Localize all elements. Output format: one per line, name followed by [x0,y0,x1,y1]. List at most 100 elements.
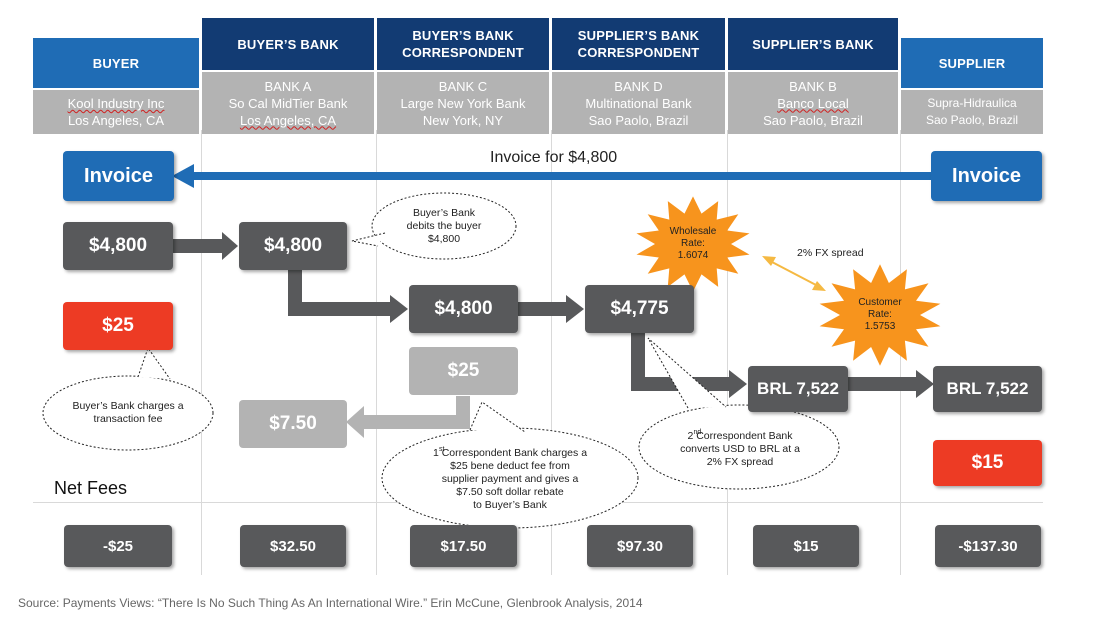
party-info-suppliers-bank-correspondent: BANK D Multinational Bank Sao Paolo, Bra… [552,72,725,134]
buyer-invoice-button[interactable]: Invoice [63,151,174,201]
ordinal-superscript: st [438,445,445,453]
invoice-label: Invoice [84,164,153,187]
bank-code: BANK D [614,78,663,94]
column-divider [376,130,377,575]
callout-transaction-fee-text: Buyer’s Bank charges a transaction fee [50,396,206,430]
bank-code: BANK B [789,78,837,94]
invoice-arrow-label: Invoice for $4,800 [490,149,618,166]
arrow-bank-a-to-bank-c [288,268,408,323]
party-location: Sao Paolo, Brazil [925,113,1019,127]
rate-line: Rate: [868,309,892,320]
wholesale-rate-starburst [636,196,750,292]
net-fee-value: -$137.30 [958,537,1018,555]
column-divider [201,130,202,575]
rate-line: Rate: [681,238,705,249]
column-header-supplier: SUPPLIER [901,38,1043,88]
callout-second-correspondent-tail [647,337,727,409]
bank-a-amount: $4,800 [239,222,347,270]
callout-debit-text: Buyer’s Bank debits the buyer $4,800 [380,200,508,252]
callout-transaction-fee-bubble [42,375,214,451]
net-fees-label: Net Fees [54,478,128,498]
amount-text: $15 [971,452,1004,473]
rate-value: 1.5753 [864,321,896,332]
rate-value: 1.6074 [677,250,709,261]
callout-debit-tail [351,232,386,247]
invoice-label: Invoice [952,164,1021,187]
amount-text: $4,800 [434,298,493,319]
amount-text: $7.50 [269,413,317,434]
column-header-suppliers-bank-correspondent: SUPPLIER’S BANK CORRESPONDENT [552,18,725,70]
net-fee-suppliers-bank-correspondent: $97.30 [587,525,693,567]
party-location: New York, NY [422,112,504,128]
callout-line: debits the buyer [406,219,482,232]
callout-line: 2% FX spread [706,455,774,468]
wholesale-rate-label: Wholesale Rate: 1.6074 [658,222,728,266]
bank-d-amount: $4,775 [585,285,694,333]
party-location: Sao Paolo, Brazil [588,112,689,128]
arrow-rebate-to-buyers-bank [346,396,470,438]
party-location: Los Angeles, CA [67,113,165,128]
supplier-invoice-button[interactable]: Invoice [931,151,1042,201]
amount-text: BRL 7,522 [757,379,839,398]
net-fee-buyers-bank: $32.50 [240,525,346,567]
party-info-suppliers-bank: BANK B Banco Local Sao Paolo, Brazil [728,72,898,134]
bene-deduct-fee: $25 [409,347,518,395]
buyer-transaction-fee: $25 [63,302,173,350]
callout-line-text: 1 Correspondent Bank charges a [432,446,588,459]
supplier-fee: $15 [933,440,1042,486]
callout-line: Buyer’s Bank charges a [72,400,184,412]
party-info-buyers-bank: BANK A So Cal MidTier Bank Los Angeles, … [202,72,374,134]
callout-second-correspondent-bubble [638,404,840,490]
bank-c-amount: $4,800 [409,285,518,333]
header-label: CORRESPONDENT [402,45,524,60]
callout-first-correspondent-tail [469,401,526,433]
party-location: Sao Paolo, Brazil [763,112,863,128]
party-name: Large New York Bank [400,95,526,111]
bank-code: BANK A [264,78,312,94]
rate-line: Wholesale [669,226,717,237]
party-name: Supra-Hidraulica [927,96,1017,110]
header-label: CORRESPONDENT [577,45,700,60]
ordinal-superscript: nd [693,428,702,436]
header-label: SUPPLIER’S BANK [577,28,700,43]
net-fee-buyers-bank-correspondent: $17.50 [410,525,517,567]
net-fee-suppliers-bank: $15 [753,525,859,567]
invoice-arrow [172,164,932,188]
net-fee-value: $17.50 [440,537,487,555]
callout-line: supplier payment and gives a [441,472,579,485]
header-label: SUPPLIER [938,55,1006,71]
callout-line: $7.50 soft dollar rebate [456,485,564,498]
bank-code: BANK C [438,78,488,94]
column-divider [727,130,728,575]
buyer-amount: $4,800 [63,222,173,270]
callout-line: converts USD to BRL at a [680,442,800,455]
callout-line: transaction fee [93,413,163,425]
party-name: So Cal MidTier Bank [228,95,348,111]
header-label: SUPPLIER’S BANK [752,36,874,52]
party-name: Multinational Bank [585,95,692,111]
callout-transaction-fee-tail [137,346,171,380]
column-divider [551,130,552,575]
arrow-bank-b-to-supplier [846,370,934,398]
amount-text: $25 [447,360,480,381]
column-header-buyers-bank: BUYER’S BANK [202,18,374,70]
soft-dollar-rebate: $7.50 [239,400,347,448]
bank-b-amount: BRL 7,522 [748,366,848,412]
supplier-amount: BRL 7,522 [933,366,1042,412]
party-name: Kool Industry Inc [67,96,165,111]
header-label: BUYER’S BANK [237,36,339,52]
net-fee-supplier: -$137.30 [935,525,1041,567]
fx-spread-arrow [762,256,826,291]
column-header-buyer: BUYER [33,38,199,88]
callout-debit-bubble [371,192,517,260]
header-label: BUYER’S BANK [412,28,514,43]
column-header-suppliers-bank: SUPPLIER’S BANK [728,18,898,70]
amount-text: $4,800 [263,235,323,256]
column-header-buyers-bank-correspondent: BUYER’S BANK CORRESPONDENT [377,18,549,70]
